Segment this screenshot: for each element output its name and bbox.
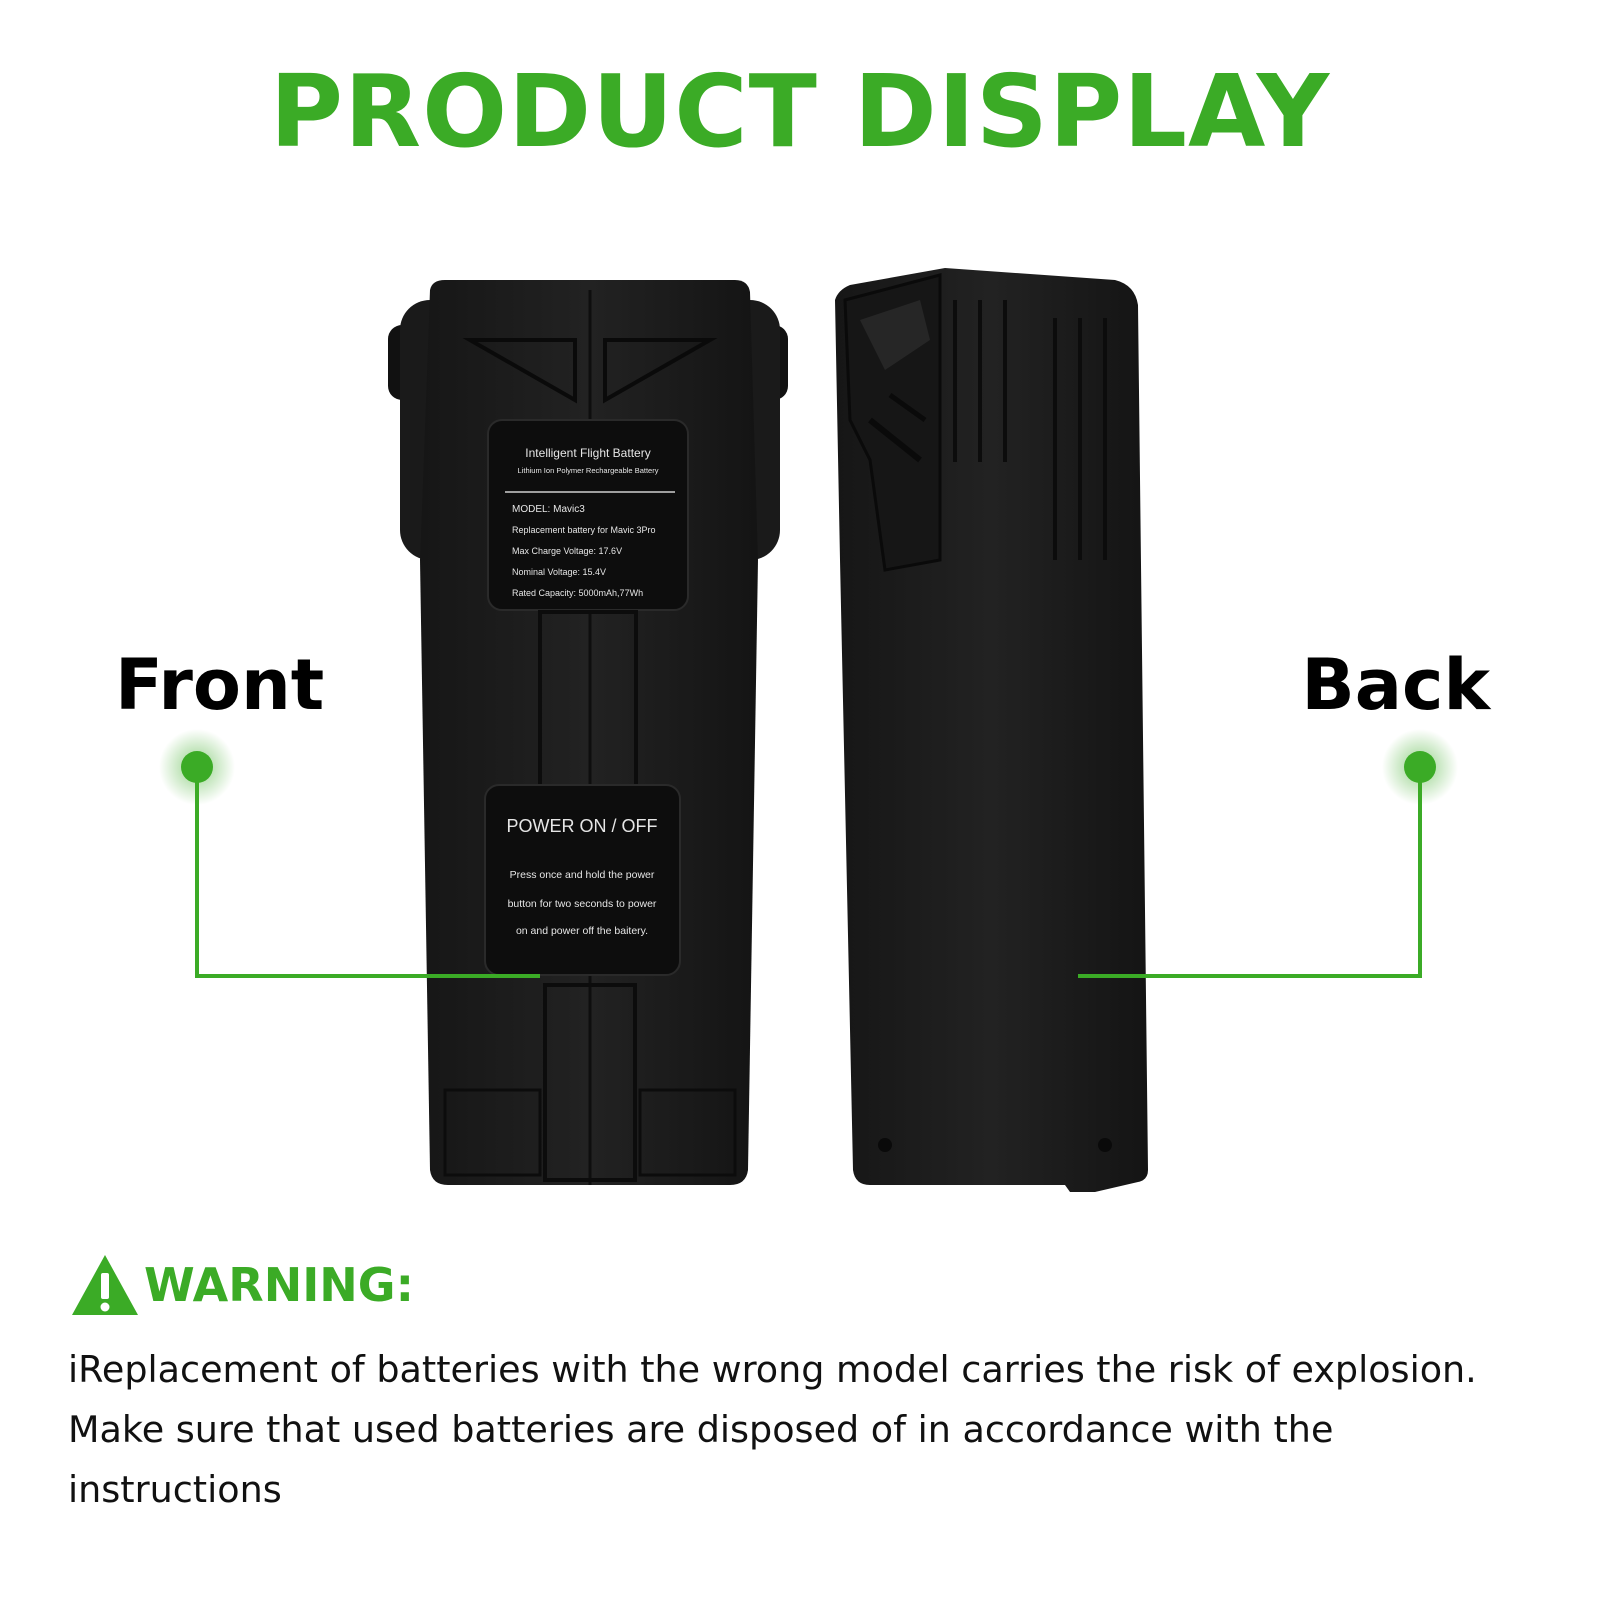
- battery-label-capacity: Rated Capacity: 5000mAh,77Wh: [512, 588, 643, 598]
- warning-line-1: iReplacement of batteries with the wrong…: [68, 1348, 1477, 1391]
- page-title: PRODUCT DISPLAY: [269, 53, 1331, 170]
- battery-label-nominal: Nominal Voltage: 15.4V: [512, 567, 606, 577]
- battery-label-subheading: Lithium Ion Polymer Rechargeable Battery: [518, 466, 659, 475]
- front-label: Front: [115, 644, 325, 726]
- power-label-heading: POWER ON / OFF: [507, 816, 658, 836]
- warning-text: iReplacement of batteries with the wrong…: [68, 1340, 1568, 1520]
- warning-line-3: instructions: [68, 1468, 282, 1511]
- battery-label-replacement: Replacement battery for Mavic 3Pro: [512, 525, 656, 535]
- power-label-line2: button for two seconds to power: [508, 898, 657, 910]
- battery-label-heading: Intelligent Flight Battery: [525, 446, 650, 460]
- battery-label-model: MODEL: Mavic3: [512, 504, 585, 515]
- power-label-line3: on and power off the baitery.: [516, 925, 648, 937]
- back-callout: [1078, 729, 1458, 978]
- back-label: Back: [1301, 644, 1490, 726]
- battery-back: [835, 268, 1148, 1192]
- battery-front: Intelligent Flight Battery Lithium Ion P…: [388, 280, 788, 1185]
- front-callout: [159, 729, 540, 978]
- warning-header: WARNING:: [70, 1250, 414, 1320]
- warning-triangle-icon: [72, 1255, 138, 1315]
- warning-title: WARNING:: [144, 1258, 414, 1312]
- power-label-line1: Press once and hold the power: [510, 869, 655, 881]
- battery-label-max-charge: Max Charge Voltage: 17.6V: [512, 546, 622, 556]
- warning-line-2: Make sure that used batteries are dispos…: [68, 1408, 1334, 1451]
